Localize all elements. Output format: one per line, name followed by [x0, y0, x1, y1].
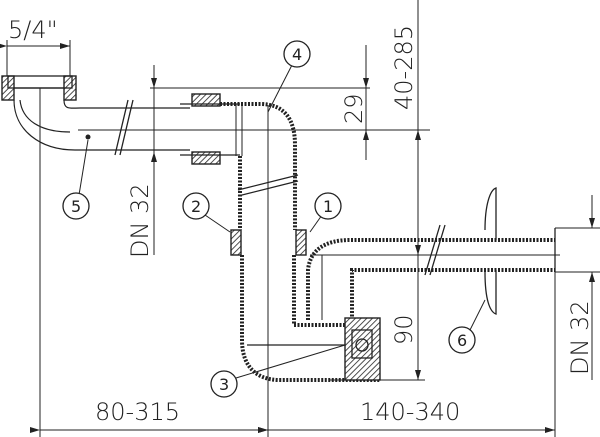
svg-text:3: 3	[219, 375, 229, 394]
callout-6: 6	[448, 299, 486, 354]
callout-3: 3	[210, 344, 346, 398]
callout-5: 5	[62, 139, 90, 220]
label-outlet-dn: DN 32	[566, 300, 594, 375]
dimension-height-range: 40-285	[390, 0, 421, 380]
svg-text:4: 4	[292, 45, 302, 64]
dimension-inlet-thread: 5/4"	[0, 16, 71, 76]
seals	[230, 229, 307, 256]
label-inlet-thread: 5/4"	[8, 16, 58, 44]
label-29: 29	[340, 93, 368, 124]
svg-text:1: 1	[323, 197, 333, 216]
slip-nut-inlet	[180, 93, 240, 165]
svg-text:6: 6	[457, 331, 467, 350]
inlet-nut	[1, 75, 77, 101]
callout-2: 2	[182, 192, 231, 233]
label-height-range: 40-285	[390, 25, 418, 110]
callout-4: 4	[267, 40, 311, 113]
dimension-outlet-dn: DN 32	[554, 195, 600, 437]
svg-text:2: 2	[191, 197, 201, 216]
elbow	[220, 102, 299, 437]
inlet-pipe	[13, 88, 430, 437]
dimension-trap-height: 90	[330, 230, 425, 381]
svg-text:5: 5	[71, 197, 81, 216]
trap-body	[240, 238, 560, 382]
callout-1: 1	[309, 192, 342, 233]
outlet-pipe	[424, 187, 556, 315]
dimension-inlet-dn: DN 32	[126, 65, 370, 258]
label-trap-height: 90	[390, 314, 418, 345]
dimension-bottom: 80-315 140-340	[30, 398, 555, 433]
label-left-range: 80-315	[95, 398, 180, 426]
label-right-range: 140-340	[360, 398, 460, 426]
label-inlet-dn: DN 32	[126, 183, 154, 258]
dimension-29: 29	[340, 45, 369, 160]
